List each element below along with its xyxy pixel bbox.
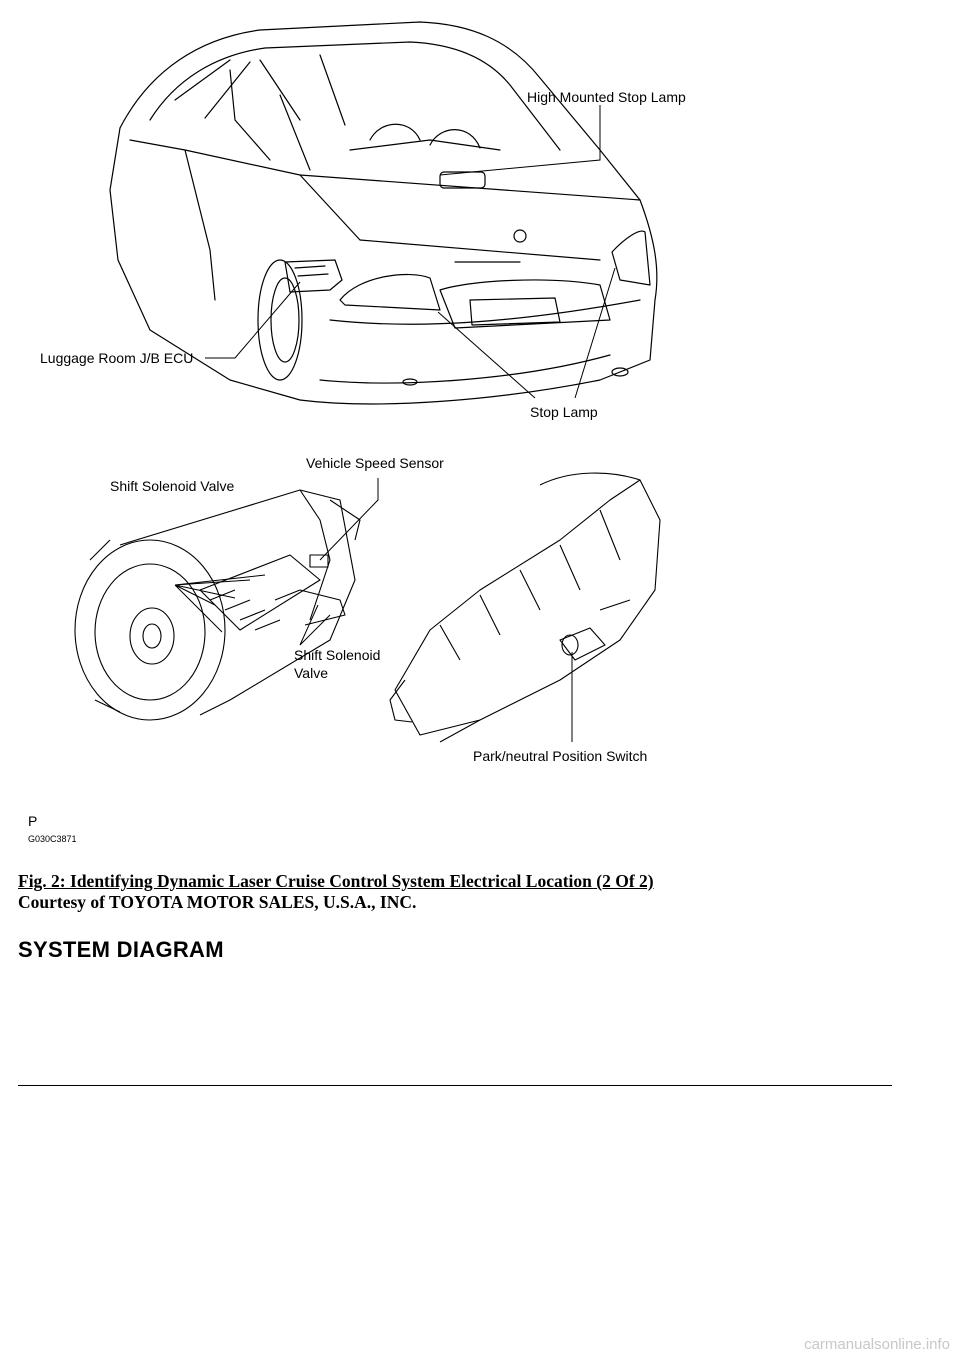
label-stop-lamp: Stop Lamp <box>530 404 598 420</box>
transmission-leader-lines <box>174 478 379 646</box>
figure-caption[interactable]: Fig. 2: Identifying Dynamic Laser Cruise… <box>18 871 654 891</box>
figure-marker: P <box>28 813 37 829</box>
car-illustration <box>109 21 658 405</box>
horizontal-rule <box>18 1085 892 1086</box>
label-luggage-room-jb-ecu: Luggage Room J/B ECU <box>40 350 193 366</box>
label-shift-solenoid-valve-bottom-1: Shift Solenoid <box>294 647 380 663</box>
transmission-illustration-left <box>74 489 361 721</box>
courtesy-line: Courtesy of TOYOTA MOTOR SALES, U.S.A., … <box>18 892 417 912</box>
car-leader-lines <box>205 105 616 399</box>
figure-code: G030C3871 <box>28 834 77 844</box>
watermark: carmanualsonline.info <box>804 1336 950 1353</box>
label-vehicle-speed-sensor: Vehicle Speed Sensor <box>306 455 444 471</box>
section-heading: SYSTEM DIAGRAM <box>18 937 224 962</box>
location-figure: High Mounted Stop Lamp Luggage Room J/B … <box>28 21 686 844</box>
label-high-mounted-stop-lamp: High Mounted Stop Lamp <box>527 89 686 105</box>
figure-labels: High Mounted Stop Lamp Luggage Room J/B … <box>28 89 686 844</box>
label-shift-solenoid-valve-bottom-2: Valve <box>294 665 328 681</box>
label-park-neutral-position-switch: Park/neutral Position Switch <box>473 748 647 764</box>
transmission-illustration-right <box>389 472 661 743</box>
label-shift-solenoid-valve-top: Shift Solenoid Valve <box>110 478 234 494</box>
